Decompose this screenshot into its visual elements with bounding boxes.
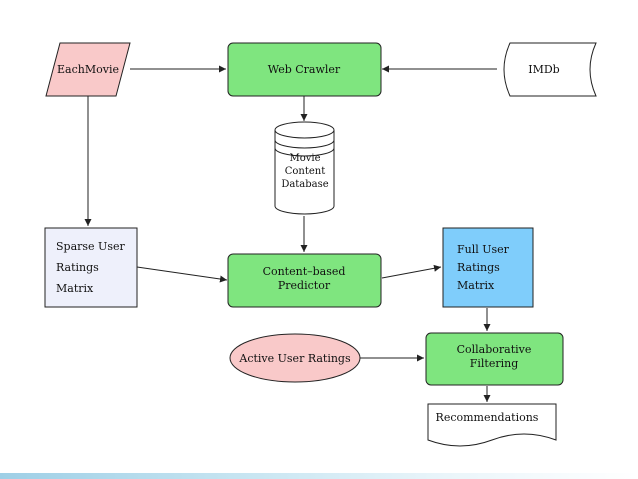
- recommendations-shape: [427, 403, 557, 447]
- full-label-line-2: Ratings: [457, 261, 500, 274]
- node-full-user-ratings-matrix: Full User Ratings Matrix: [442, 227, 534, 308]
- active-ratings-shape: [229, 333, 361, 383]
- node-movie-content-database: Movie Content Database: [274, 121, 335, 215]
- node-collaborative-filtering: Collaborative Filtering: [425, 332, 564, 386]
- sparse-matrix-shape: [44, 227, 138, 308]
- imdb-label: IMDb: [528, 63, 559, 76]
- node-web-crawler: Web Crawler: [227, 42, 382, 97]
- eachmovie-label: EachMovie: [57, 63, 119, 76]
- node-imdb: IMDb: [503, 42, 597, 97]
- eachmovie-shape: [45, 42, 131, 97]
- recommendations-label: Recommendations: [436, 411, 539, 424]
- imdb-shape: [503, 42, 597, 97]
- predictor-label-line-2: Predictor: [278, 279, 331, 292]
- edges: [84, 65, 497, 402]
- collab-shape: [425, 332, 564, 386]
- full-matrix-shape: [442, 227, 534, 308]
- database-label-line-3: Database: [281, 179, 328, 190]
- collab-label-line-2: Filtering: [470, 357, 519, 370]
- node-active-user-ratings: Active User Ratings: [229, 333, 361, 383]
- database-body: [274, 130, 335, 215]
- bottom-gradient-strip: [0, 473, 638, 479]
- sparse-label-line-1: Sparse User: [56, 240, 125, 253]
- web-crawler-shape: [227, 42, 382, 97]
- database-top: [274, 121, 335, 139]
- sparse-label-line-2: Ratings: [56, 261, 99, 274]
- database-ring-1: [274, 139, 335, 149]
- collab-label-line-1: Collaborative: [457, 343, 532, 356]
- predictor-label-line-1: Content–based: [263, 265, 346, 278]
- edge-sparse-to-predictor: [136, 266, 228, 283]
- node-recommendations: Recommendations: [427, 403, 557, 447]
- database-label-line-2: Content: [285, 166, 326, 177]
- node-content-based-predictor: Content–based Predictor: [227, 253, 382, 308]
- active-ratings-label: Active User Ratings: [238, 352, 351, 365]
- web-crawler-label: Web Crawler: [268, 63, 341, 76]
- edge-predictor-to-full: [381, 264, 442, 279]
- node-sparse-user-ratings-matrix: Sparse User Ratings Matrix: [44, 227, 138, 308]
- database-label-line-1: Movie: [289, 153, 320, 164]
- predictor-shape: [227, 253, 382, 308]
- full-label-line-3: Matrix: [457, 279, 495, 292]
- full-label-line-1: Full User: [457, 243, 510, 256]
- node-eachmovie: EachMovie: [45, 42, 131, 97]
- database-ring-2: [274, 147, 335, 157]
- sparse-label-line-3: Matrix: [56, 282, 94, 295]
